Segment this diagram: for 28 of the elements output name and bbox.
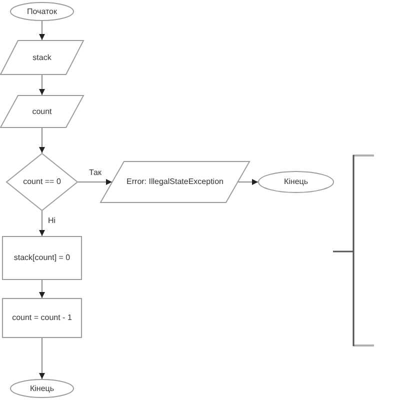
node-text: count [32, 106, 52, 116]
node-text: stack[count] = 0 [14, 253, 70, 263]
node-text: Error: IllegalStateException [126, 177, 224, 187]
arrow [39, 338, 45, 380]
process-box [2, 298, 82, 338]
edge-label: Так [88, 168, 102, 178]
edge-label: Ні [47, 216, 57, 225]
arrow [39, 20, 45, 40]
arrow [39, 74, 45, 96]
end-terminal [10, 379, 74, 398]
arrow [39, 128, 45, 154]
process-box [2, 236, 82, 280]
output-parallelogram [100, 161, 250, 203]
arrow [39, 210, 45, 236]
arrow [238, 179, 258, 185]
node-text: stack [32, 52, 52, 62]
node-text: Початок [27, 6, 57, 16]
node-text: Кінець [30, 384, 54, 394]
input-parallelogram [0, 95, 84, 128]
end-terminal [258, 171, 334, 193]
decision-diamond [6, 153, 78, 211]
start-terminal [10, 2, 74, 21]
arrow [78, 179, 112, 185]
arrow [39, 280, 45, 298]
node-text: count == 0 [23, 177, 61, 187]
node-text: count = count - 1 [12, 313, 72, 323]
input-parallelogram [0, 40, 84, 75]
node-text: Кінець [284, 177, 308, 187]
